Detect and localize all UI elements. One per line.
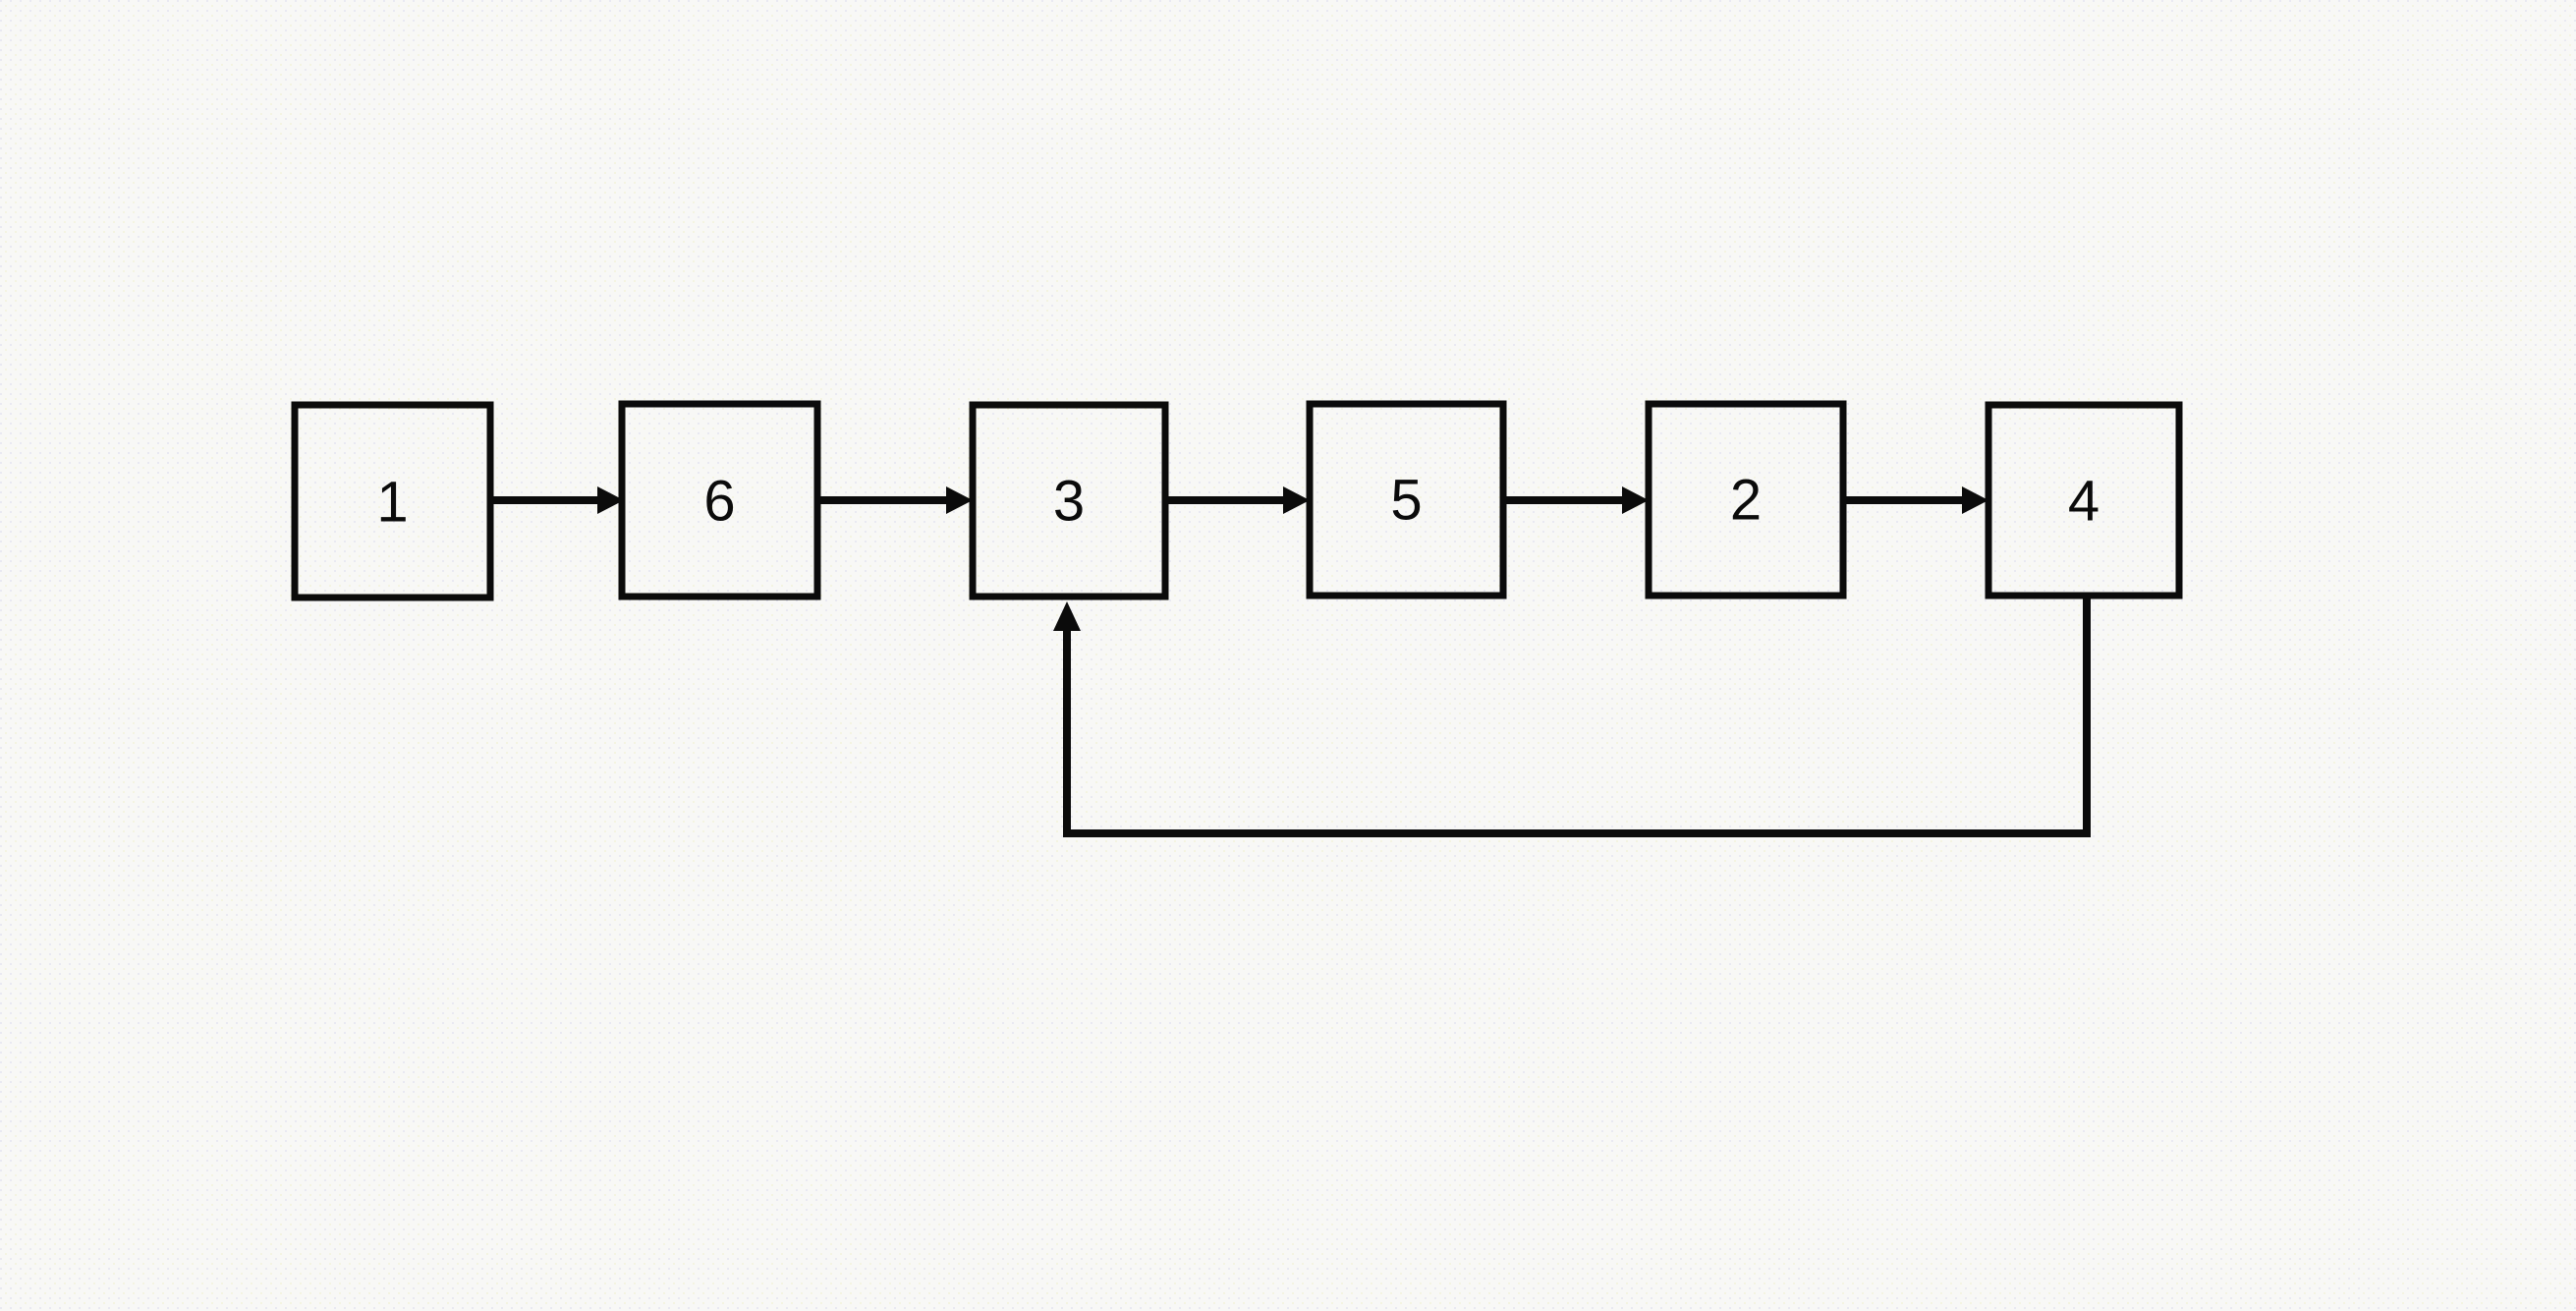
node-6-label: 6	[703, 470, 735, 534]
edge-2-to-4[interactable]	[1844, 486, 1988, 514]
edge-1-to-6-arrowhead	[597, 486, 624, 514]
edge-5-to-2[interactable]	[1504, 486, 1649, 514]
node-5[interactable]: 5	[1306, 400, 1507, 599]
edge-4-to-3-feedback-line	[1063, 596, 2091, 837]
edge-1-to-6[interactable]	[491, 486, 624, 514]
edge-4-to-3-feedback[interactable]	[1053, 596, 2091, 837]
node-layer: 1 6 3 5 2 4	[291, 400, 2183, 601]
node-1[interactable]: 1	[291, 401, 494, 601]
node-1-rect	[291, 401, 494, 601]
edge-layer	[491, 486, 2091, 837]
node-2[interactable]: 2	[1645, 400, 1847, 599]
edge-3-to-5[interactable]	[1165, 486, 1310, 514]
node-5-rect	[1306, 400, 1507, 599]
node-6[interactable]: 6	[618, 400, 821, 600]
node-2-label: 2	[1730, 469, 1762, 533]
edge-3-to-5-arrowhead	[1283, 486, 1310, 514]
node-4[interactable]: 4	[1985, 401, 2183, 599]
node-2-rect	[1645, 400, 1847, 599]
node-1-label: 1	[376, 471, 408, 535]
node-6-rect	[618, 400, 821, 600]
edge-5-to-2-arrowhead	[1622, 486, 1649, 514]
edge-4-to-3-feedback-arrowhead	[1053, 601, 1081, 631]
node-4-label: 4	[2068, 470, 2100, 534]
edge-6-to-3[interactable]	[818, 486, 973, 514]
node-3[interactable]: 3	[969, 401, 1169, 600]
node-4-rect	[1985, 401, 2183, 599]
node-5-label: 5	[1390, 469, 1422, 533]
edge-2-to-4-arrowhead	[1962, 486, 1988, 514]
edge-6-to-3-arrowhead	[946, 486, 973, 514]
node-3-rect	[969, 401, 1169, 600]
node-3-label: 3	[1053, 470, 1085, 534]
